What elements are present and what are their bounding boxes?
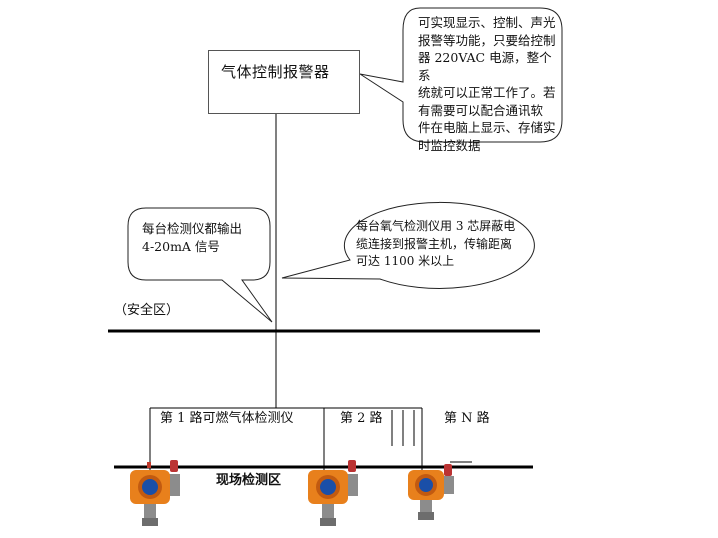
- cable-note-line: 每台氧气检测仪用 3 芯屏蔽电: [356, 219, 516, 233]
- controller-callout: [359, 7, 563, 143]
- detector-device-1: [130, 460, 180, 526]
- controller-note-line: 有需要可以配合通讯软: [418, 102, 544, 118]
- signal-note-text: 每台检测仪都输出 4-20mA 信号: [142, 220, 268, 255]
- controller-note-line: 器 220VAC 电源，整个系: [418, 50, 552, 83]
- signal-note-line: 4-20mA 信号: [142, 238, 220, 254]
- signal-note-line: 每台检测仪都输出: [142, 221, 243, 236]
- controller-note-line: 统就可以正常工作了。若: [418, 85, 556, 100]
- channel-2-label: 第 2 路: [340, 411, 383, 426]
- controller-box: 气体控制报警器: [208, 50, 360, 114]
- signal-callout: [127, 207, 273, 323]
- controller-note-line: 可实现显示、控制、声光: [418, 15, 556, 30]
- controller-note-text: 可实现显示、控制、声光 报警等功能，只要给控制 器 220VAC 电源，整个系 …: [418, 14, 558, 154]
- safe-zone-label: （安全区）: [114, 303, 180, 318]
- cable-note-line: 可达 1100 米以上: [356, 254, 455, 268]
- channel-n-label: 第 N 路: [444, 411, 490, 426]
- controller-note-line: 时监控数据: [418, 137, 481, 153]
- cable-note-text: 每台氧气检测仪用 3 芯屏蔽电 缆连接到报警主机，传输距离 可达 1100 米以…: [356, 218, 536, 271]
- controller-title: 气体控制报警器: [221, 63, 330, 81]
- cable-callout: [281, 201, 535, 289]
- detector-device-2: [308, 460, 358, 526]
- controller-note-line: 件在电脑上显示、存储实: [418, 120, 556, 135]
- detector-device-n: [408, 464, 454, 520]
- field-zone-label: 现场检测区: [216, 473, 282, 488]
- cable-note-line: 缆连接到报警主机，传输距离: [356, 236, 513, 251]
- channel-1-label: 第 1 路可燃气体检测仪: [160, 411, 294, 426]
- controller-note-line: 报警等功能，只要给控制: [418, 32, 556, 48]
